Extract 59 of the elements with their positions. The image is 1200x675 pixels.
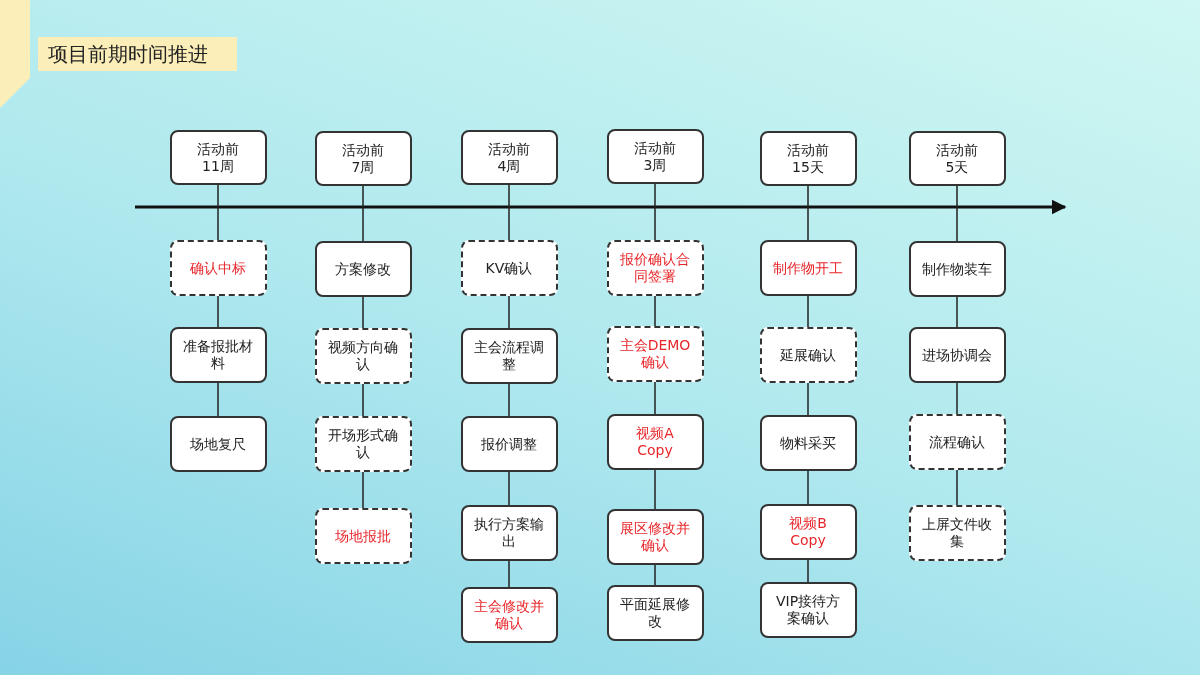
connector-line: [217, 184, 219, 241]
connector-line: [217, 382, 219, 417]
connector-line: [807, 470, 809, 505]
milestone-box: 活动前15天: [759, 131, 857, 186]
task-box: 延展确认: [759, 327, 857, 383]
milestone-box: 活动前11周: [169, 130, 267, 185]
connector-line: [362, 296, 364, 329]
connector-line: [362, 383, 364, 417]
connector-line: [654, 295, 656, 327]
task-box: 视频方向确认: [314, 328, 412, 384]
task-box: 制作物装车: [908, 241, 1006, 297]
task-box: KV确认: [460, 240, 558, 296]
task-box: 视频B Copy: [759, 504, 857, 560]
milestone-box: 活动前4周: [460, 130, 558, 185]
milestone-box: 活动前5天: [908, 131, 1006, 186]
task-box: 主会流程调整: [460, 328, 558, 384]
connector-line: [362, 471, 364, 509]
connector-line: [956, 296, 958, 328]
task-box: 平面延展修改: [606, 585, 704, 641]
connector-line: [508, 560, 510, 588]
task-box: 场地复尺: [169, 416, 267, 472]
task-box: 执行方案输出: [460, 505, 558, 561]
task-box: 流程确认: [908, 414, 1006, 470]
task-box: 主会DEMO确认: [606, 326, 704, 382]
connector-line: [956, 382, 958, 415]
connector-line: [654, 564, 656, 586]
connector-line: [654, 183, 656, 241]
connector-line: [956, 469, 958, 506]
task-box: 视频A Copy: [606, 414, 704, 470]
task-box: 开场形式确认: [314, 416, 412, 472]
connector-line: [807, 559, 809, 583]
task-box: 报价调整: [460, 416, 558, 472]
task-box: 上屏文件收集: [908, 505, 1006, 561]
connector-line: [807, 185, 809, 241]
task-box: 展区修改并确认: [606, 509, 704, 565]
connector-line: [508, 471, 510, 506]
connector-line: [508, 383, 510, 417]
task-box: VIP接待方案确认: [759, 582, 857, 638]
connector-line: [654, 469, 656, 510]
connector-line: [807, 295, 809, 328]
task-box: 进场协调会: [908, 327, 1006, 383]
task-box: 主会修改并确认: [460, 587, 558, 643]
milestone-box: 活动前7周: [314, 131, 412, 186]
connector-line: [956, 185, 958, 242]
task-box: 确认中标: [169, 240, 267, 296]
task-box: 制作物开工: [759, 240, 857, 296]
task-box: 准备报批材料: [169, 327, 267, 383]
connector-line: [807, 382, 809, 416]
connector-line: [362, 185, 364, 242]
task-box: 报价确认合同签署: [606, 240, 704, 296]
task-box: 场地报批: [314, 508, 412, 564]
title: 项目前期时间推进: [38, 37, 237, 71]
connector-line: [508, 295, 510, 329]
connector-line: [217, 295, 219, 328]
task-box: 物料采买: [759, 415, 857, 471]
task-box: 方案修改: [314, 241, 412, 297]
connector-line: [654, 381, 656, 415]
milestone-box: 活动前3周: [606, 129, 704, 184]
connector-line: [508, 184, 510, 241]
